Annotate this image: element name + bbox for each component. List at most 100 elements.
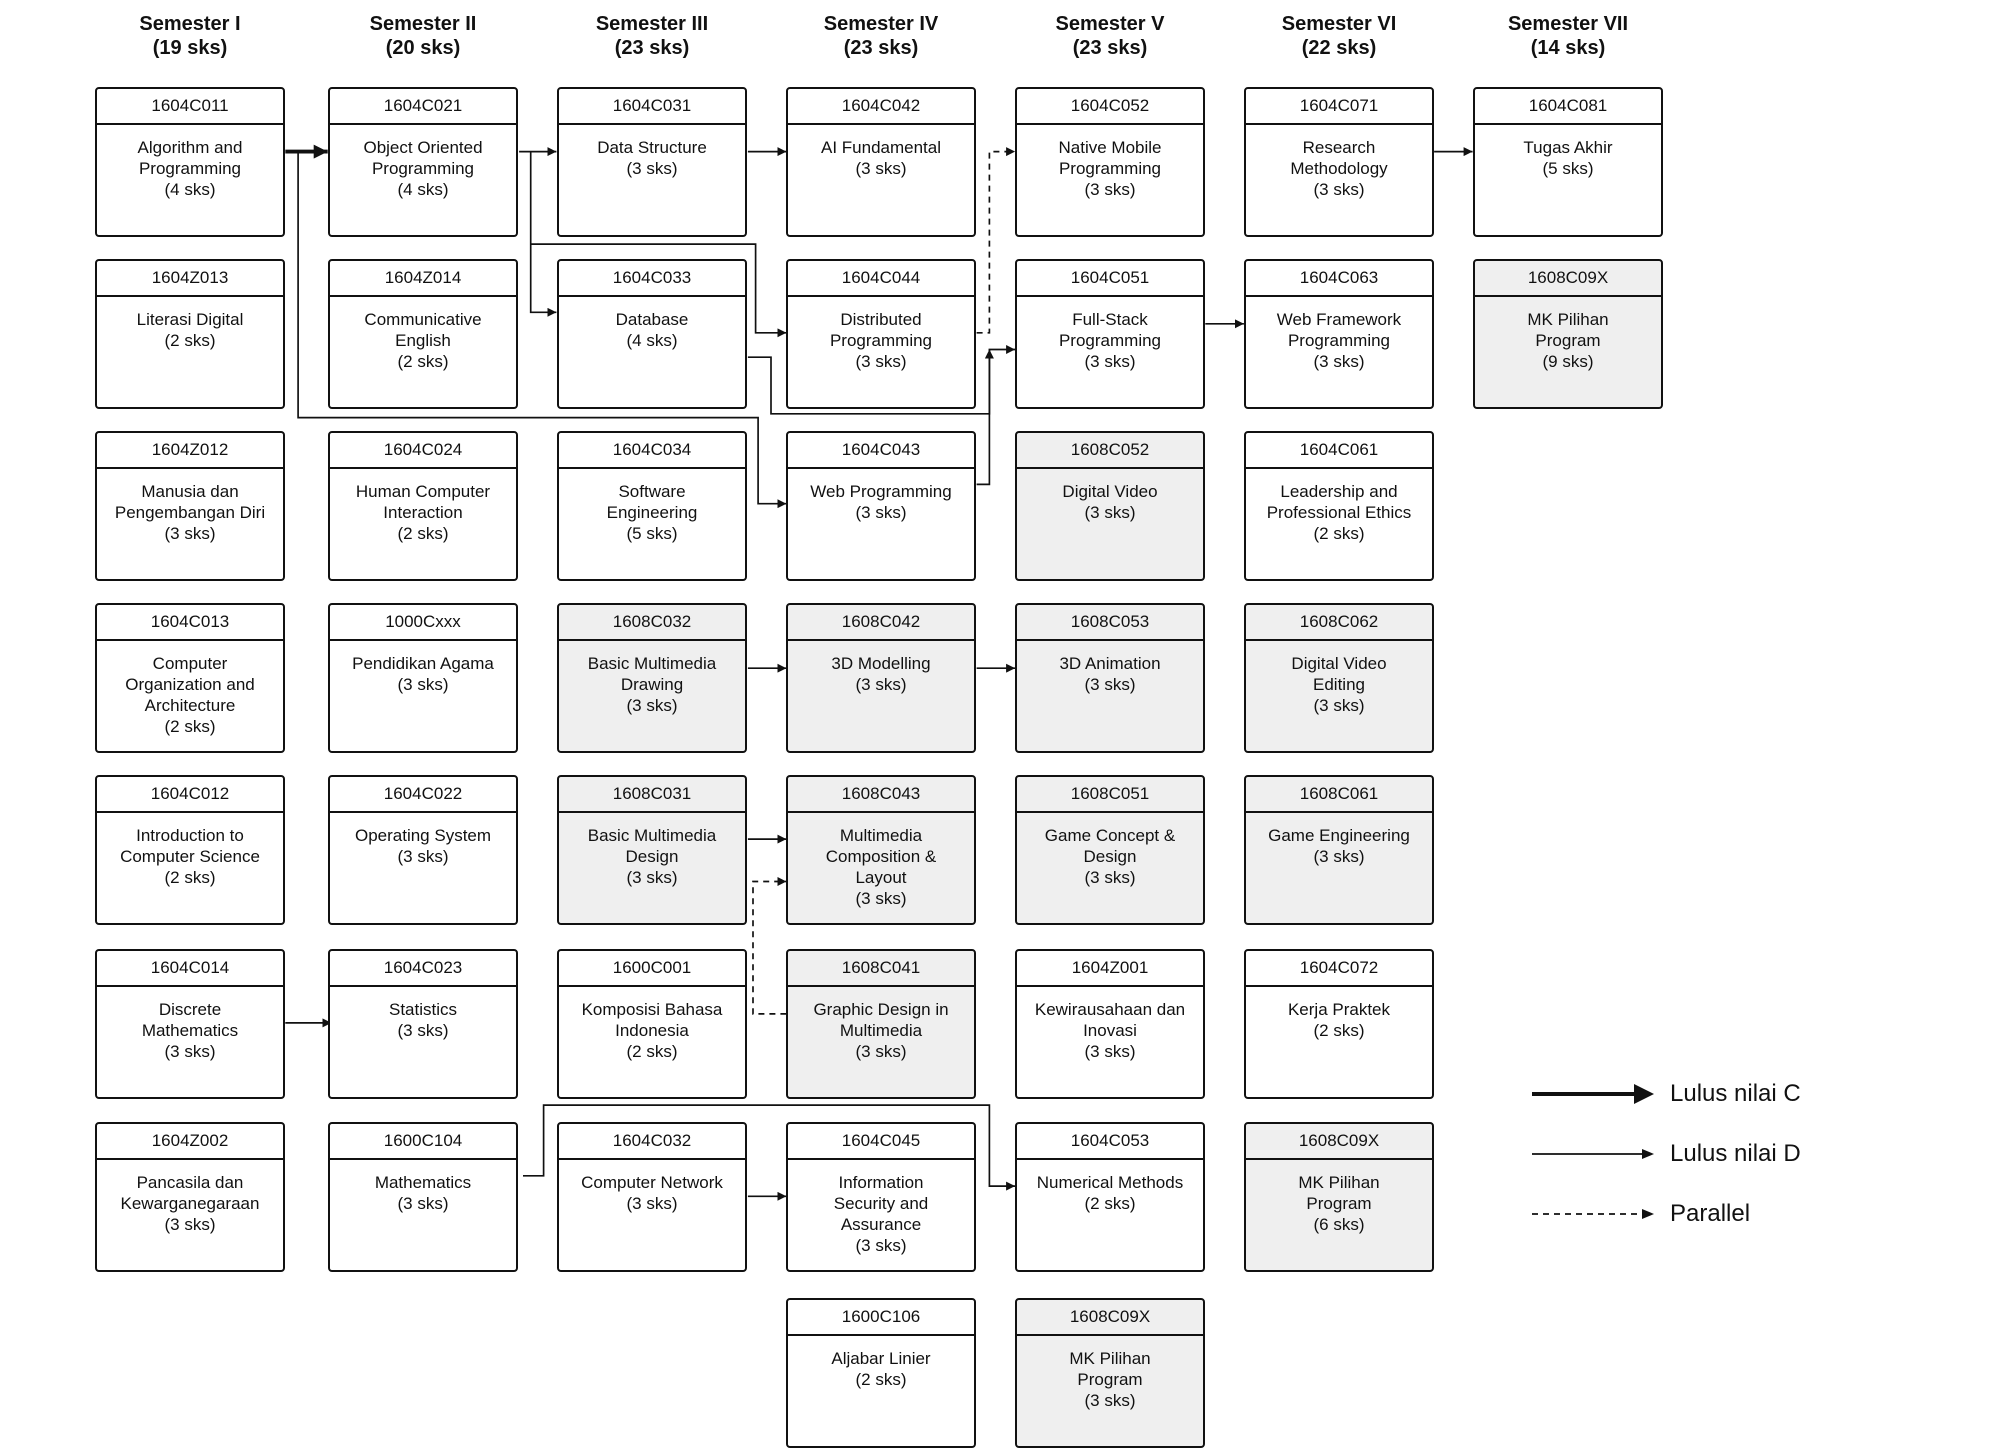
course-title: Research Methodology — [1290, 138, 1388, 178]
course-box[interactable]: 1608C053 3D Animation (3 sks) — [1015, 603, 1205, 753]
course-credits: (4 sks) — [397, 180, 449, 199]
legend-label: Parallel — [1670, 1200, 1751, 1227]
arrow-oop-to-database — [529, 151, 557, 317]
course-credits: (3 sks) — [855, 889, 907, 908]
course-code: 1604C063 — [1246, 261, 1432, 297]
course-code: 1604C031 — [559, 89, 745, 125]
course-code: 1604C032 — [559, 1124, 745, 1160]
course-credits: (3 sks) — [1084, 180, 1136, 199]
semester-header-5: Semester V(23 sks) — [990, 12, 1230, 60]
course-credits: (2 sks) — [1084, 1194, 1136, 1213]
course-code: 1608C043 — [788, 777, 974, 813]
course-credits: (3 sks) — [1084, 1042, 1136, 1061]
course-title: Komposisi Bahasa Indonesia — [581, 1000, 723, 1040]
course-code: 1604C071 — [1246, 89, 1432, 125]
course-title: Communicative English — [364, 310, 482, 350]
course-code: 1604C044 — [788, 261, 974, 297]
course-credits: (3 sks) — [1084, 675, 1136, 694]
semester-credits: (19 sks) — [152, 37, 228, 59]
course-credits: (9 sks) — [1542, 352, 1594, 371]
legend-item-thin: Lulus nilai D — [1530, 1138, 1830, 1170]
course-title: 3D Animation — [1059, 654, 1161, 673]
course-credits: (3 sks) — [1084, 1391, 1136, 1410]
arrow-mathematics-to-numerical — [523, 1104, 1016, 1191]
course-code: 1608C051 — [1017, 777, 1203, 813]
course-code: 1604C011 — [97, 89, 283, 125]
course-code: 1608C031 — [559, 777, 745, 813]
course-code: 1608C09X — [1017, 1300, 1203, 1336]
course-code: 1604C012 — [97, 777, 283, 813]
course-credits: (3 sks) — [164, 1215, 216, 1234]
course-title: Human Computer Interaction — [355, 482, 491, 522]
course-code: 1604C052 — [1017, 89, 1203, 125]
course-title: Kewirausahaan dan Inovasi — [1034, 1000, 1186, 1040]
course-title: Pancasila dan Kewarganegaraan — [120, 1173, 260, 1213]
course-code: 1604Z012 — [97, 433, 283, 469]
course-credits: (2 sks) — [1313, 1021, 1365, 1040]
legend-line-dashed-icon — [1532, 1209, 1654, 1219]
course-title: Web Programming — [810, 482, 952, 501]
course-code: 1604C013 — [97, 605, 283, 641]
semester-credits: (22 sks) — [1301, 37, 1377, 59]
course-title: Numerical Methods — [1036, 1173, 1184, 1192]
course-title: Digital Video Editing — [1291, 654, 1387, 694]
course-code: 1608C053 — [1017, 605, 1203, 641]
course-credits: (3 sks) — [626, 868, 678, 887]
course-code: 1608C032 — [559, 605, 745, 641]
course-code: 1600C104 — [330, 1124, 516, 1160]
course-title: Game Concept & Design — [1044, 826, 1176, 866]
course-credits: (2 sks) — [626, 1042, 678, 1061]
course-credits: (2 sks) — [164, 331, 216, 350]
course-title: Basic Multimedia Drawing — [587, 654, 717, 694]
course-credits: (3 sks) — [626, 696, 678, 715]
course-code: 1604C042 — [788, 89, 974, 125]
course-code: 1604Z013 — [97, 261, 283, 297]
semester-header-2: Semester II(20 sks) — [303, 12, 543, 60]
